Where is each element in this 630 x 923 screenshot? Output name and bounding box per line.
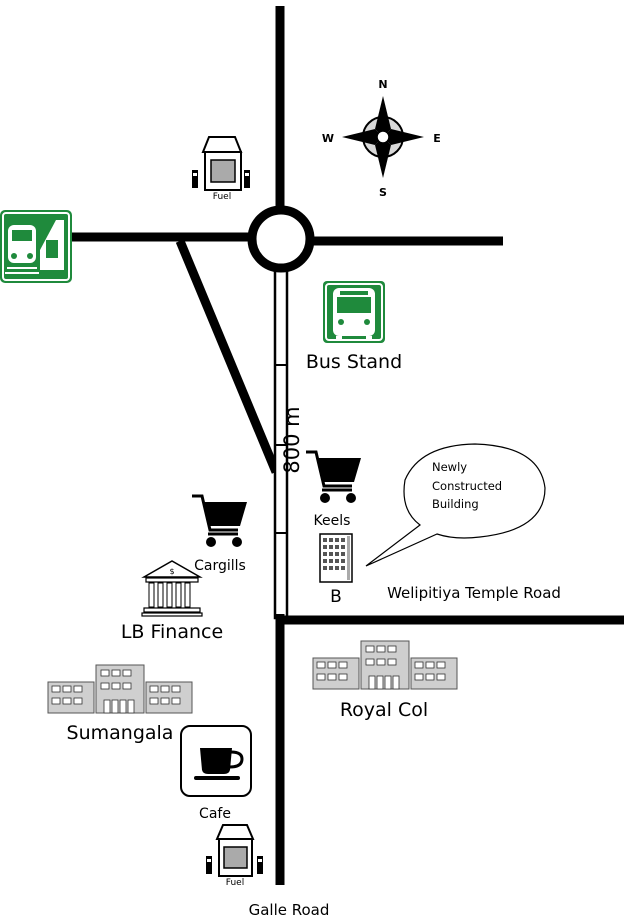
road-network xyxy=(72,6,624,885)
sumangala-school: Sumangala xyxy=(47,664,193,744)
fuel-station-bottom: Fuel xyxy=(206,824,263,888)
compass-rose-icon: N E S W xyxy=(322,78,441,199)
fuel-label-top: Fuel xyxy=(213,192,231,202)
galle-road-label: Galle Road xyxy=(249,901,330,919)
new-building-callout: Newly Constructed Building xyxy=(365,443,546,567)
lb-finance-label: LB Finance xyxy=(121,621,223,643)
coffee-cup-icon xyxy=(180,725,252,797)
bus-sign-icon xyxy=(323,281,385,343)
royal-college: Royal Col xyxy=(312,640,458,721)
shopping-cart-icon xyxy=(306,450,361,503)
cargills-supermarket: Cargills xyxy=(192,494,247,574)
callout-line-2: Constructed xyxy=(432,479,502,493)
fuel-station-top: Fuel xyxy=(192,136,250,202)
keels-supermarket: Keels xyxy=(306,450,361,529)
building-b-label: B xyxy=(330,587,342,607)
office-building-icon xyxy=(319,533,353,583)
fuel-label-bottom: Fuel xyxy=(226,878,244,888)
school-building-icon xyxy=(312,640,458,690)
lb-finance: $ LB Finance xyxy=(121,560,223,643)
compass-north: N xyxy=(378,78,387,91)
callout-line-3: Building xyxy=(432,497,479,511)
school-building-icon xyxy=(47,664,193,714)
building-b: B xyxy=(319,533,353,607)
diagonal-road xyxy=(175,239,281,474)
distance-label: 800 m xyxy=(280,406,304,473)
shopping-cart-icon xyxy=(192,494,247,547)
train-station-sign-icon xyxy=(0,210,72,283)
bus-stand: Bus Stand xyxy=(306,281,402,373)
fuel-pump-icon xyxy=(192,136,250,191)
compass-south: S xyxy=(379,186,387,199)
welipitiya-road-label: Welipitiya Temple Road xyxy=(387,584,561,602)
sumangala-label: Sumangala xyxy=(67,722,174,744)
bus-stand-label: Bus Stand xyxy=(306,351,402,373)
roundabout xyxy=(247,205,315,273)
royal-col-label: Royal Col xyxy=(340,699,428,721)
compass-east: E xyxy=(433,132,441,145)
bank-icon: $ xyxy=(141,560,203,617)
compass-west: W xyxy=(322,132,334,145)
cargills-label: Cargills xyxy=(194,558,246,574)
svg-text:$: $ xyxy=(169,567,174,576)
cafe: Cafe xyxy=(180,725,252,822)
fuel-pump-icon xyxy=(206,824,263,877)
callout-line-1: Newly xyxy=(432,460,467,474)
keels-label: Keels xyxy=(314,513,351,529)
cafe-label: Cafe xyxy=(199,806,231,822)
